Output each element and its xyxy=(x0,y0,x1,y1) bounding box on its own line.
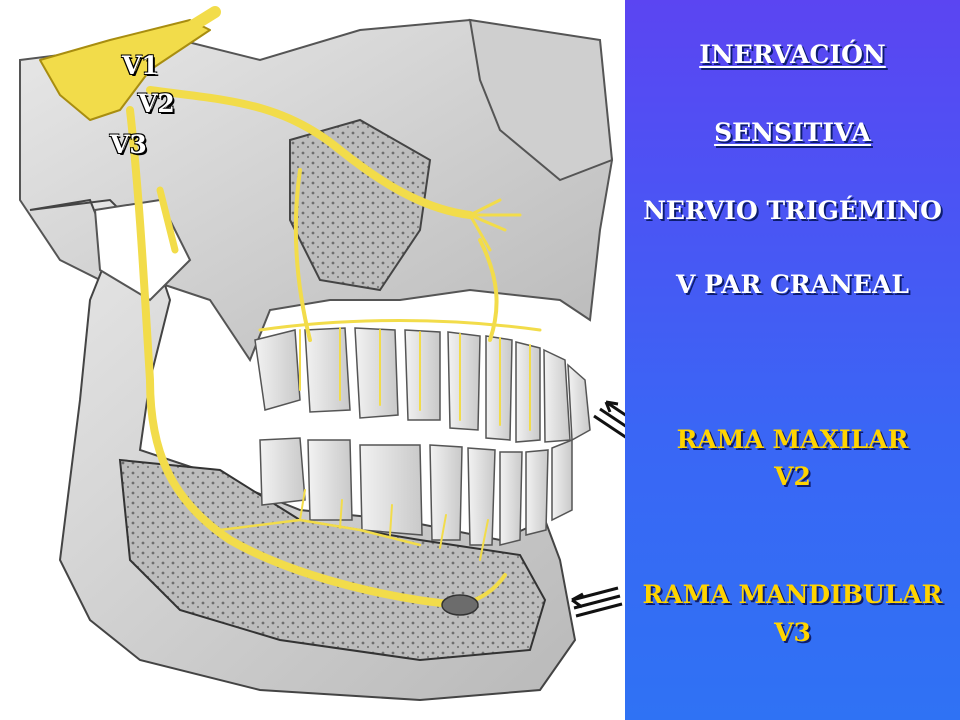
title-sensitiva: SENSITIVA xyxy=(714,118,871,147)
label-v2: V2 xyxy=(138,89,175,118)
mandibular-branch-label: RAMA MANDIBULAR xyxy=(642,580,943,609)
mandible-cut-section xyxy=(118,458,547,662)
label-v1: V1 xyxy=(122,51,159,80)
maxillary-branch-code: V2 xyxy=(774,462,811,491)
mandibular-branch-code: V3 xyxy=(774,618,811,647)
nerve-name: NERVIO TRIGÉMINO xyxy=(643,196,942,225)
mental-foramen xyxy=(441,594,479,616)
cranial-pair: V PAR CRANEAL xyxy=(676,270,909,299)
zygomatic-bone xyxy=(468,18,614,182)
trigeminal-nerves xyxy=(39,6,542,609)
upper-teeth xyxy=(254,327,591,443)
lower-teeth xyxy=(259,437,573,546)
jaw-nerve-illustration: V1 V2 V3 xyxy=(19,6,614,702)
info-panel: INERVACIÓN SENSITIVA NERVIO TRIGÉMINO V … xyxy=(625,0,960,720)
title-inervacion: INERVACIÓN xyxy=(699,40,886,69)
label-v3: V3 xyxy=(110,130,147,159)
anatomy-drawing xyxy=(19,6,614,702)
maxillary-branch-label: RAMA MAXILAR xyxy=(676,425,909,454)
